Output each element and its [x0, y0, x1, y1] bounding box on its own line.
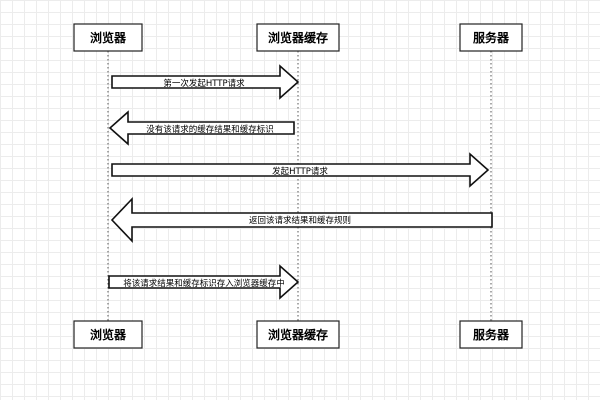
message-label-4: 返回该请求结果和缓存规则 [249, 215, 351, 226]
message-label-1: 第一次发起HTTP请求 [163, 78, 245, 89]
server-box-top: 服务器 [459, 23, 523, 52]
browser-box-bottom: 浏览器 [73, 320, 143, 349]
message-label-5: 将该请求结果和缓存标识存入浏览器缓存中 [123, 278, 285, 289]
browser-cache-label-bottom: 浏览器缓存 [268, 327, 328, 342]
message-label-2: 没有该请求的缓存结果和缓存标识 [146, 124, 274, 135]
server-label-bottom: 服务器 [473, 327, 510, 342]
server-box-bottom: 服务器 [459, 320, 523, 349]
browser-cache-box-top: 浏览器缓存 [256, 23, 340, 52]
message-arrow-4: 返回该请求结果和缓存规则 [110, 197, 493, 243]
message-label-3: 发起HTTP请求 [272, 166, 328, 177]
browser-cache-box-bottom: 浏览器缓存 [256, 320, 340, 349]
message-arrow-1: 第一次发起HTTP请求 [111, 64, 300, 100]
message-arrow-5: 将该请求结果和缓存标识存入浏览器缓存中 [108, 264, 300, 300]
message-arrow-2: 没有该请求的缓存结果和缓存标识 [108, 110, 295, 146]
browser-label-bottom: 浏览器 [90, 327, 127, 342]
browser-cache-label-top: 浏览器缓存 [268, 30, 328, 45]
browser-box-top: 浏览器 [73, 23, 143, 52]
browser-label-top: 浏览器 [90, 30, 127, 45]
server-label-top: 服务器 [473, 30, 510, 45]
message-arrow-3: 发起HTTP请求 [111, 152, 490, 188]
